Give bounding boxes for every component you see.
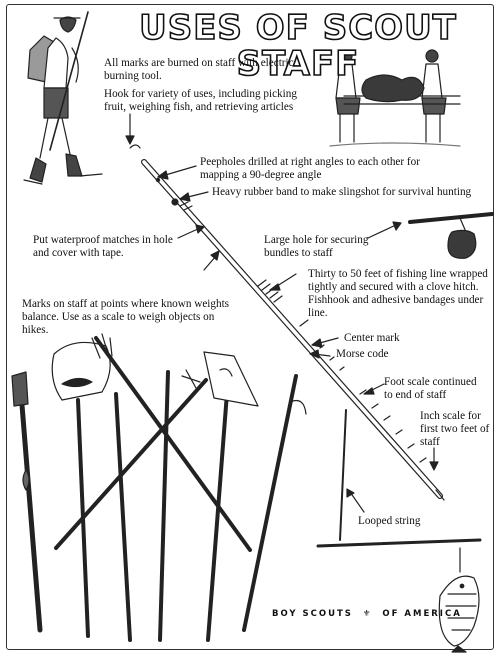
decorated-staffs-illustration bbox=[11, 333, 307, 642]
note-hook: Hook for variety of uses, including pick… bbox=[104, 88, 297, 113]
footer-right: OF AMERICA bbox=[382, 609, 462, 619]
note-peepholes: Peepholes drilled at right angles to eac… bbox=[200, 156, 420, 181]
page-title: USES OF SCOUT STAFF bbox=[138, 8, 457, 84]
note-inch-scale: Inch scale for first two feet of staff bbox=[420, 410, 490, 448]
note-center-mark: Center mark bbox=[344, 332, 400, 344]
staff-with-looped-string-illustration bbox=[316, 409, 482, 548]
pointer-arrows bbox=[125, 113, 439, 513]
fleur-de-lis-icon: ⚜ bbox=[357, 609, 378, 619]
note-morse-code: Morse code bbox=[336, 348, 389, 360]
note-foot-scale: Foot scale continued to end of staff bbox=[384, 376, 477, 401]
footer-bsa: BOY SCOUTS ⚜ OF AMERICA bbox=[272, 609, 462, 619]
note-marks: All marks are burned on staff with elect… bbox=[104, 57, 294, 82]
note-large-hole: Large hole for securing bundles to staff bbox=[264, 234, 369, 259]
footer-left: BOY SCOUTS bbox=[272, 609, 353, 619]
note-weights: Marks on staff at points where known wei… bbox=[22, 298, 230, 336]
scouts-carrying-stretcher-illustration bbox=[329, 49, 461, 147]
note-looped-string: Looped string bbox=[358, 515, 421, 527]
page-border bbox=[6, 4, 494, 650]
main-staff-illustration bbox=[129, 144, 445, 501]
note-rubber-band: Heavy rubber band to make slingshot for … bbox=[212, 186, 472, 198]
bundle-on-stick-illustration bbox=[408, 212, 494, 259]
fish-illustration bbox=[438, 547, 480, 653]
hiker-scout-illustration bbox=[23, 11, 103, 185]
note-fishing-line: Thirty to 50 feet of fishing line wrappe… bbox=[308, 268, 488, 319]
note-matches: Put waterproof matches in hole and cover… bbox=[33, 234, 173, 259]
